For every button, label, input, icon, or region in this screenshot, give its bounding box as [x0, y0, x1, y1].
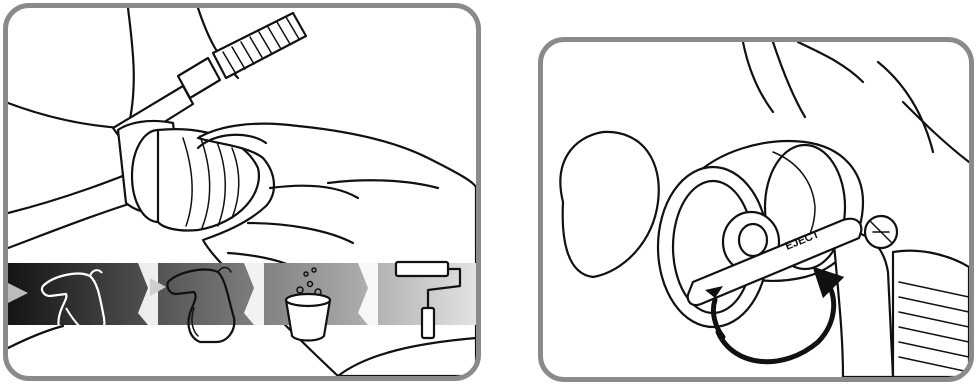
- threaded-fitting: [213, 13, 306, 78]
- right-illustration-panel: EJECT: [538, 37, 974, 382]
- left-illustration-panel: [3, 3, 481, 381]
- gun-handle: [893, 251, 969, 377]
- tip-eject-illustration: EJECT: [543, 42, 969, 377]
- hose-attachment-illustration: [8, 8, 476, 376]
